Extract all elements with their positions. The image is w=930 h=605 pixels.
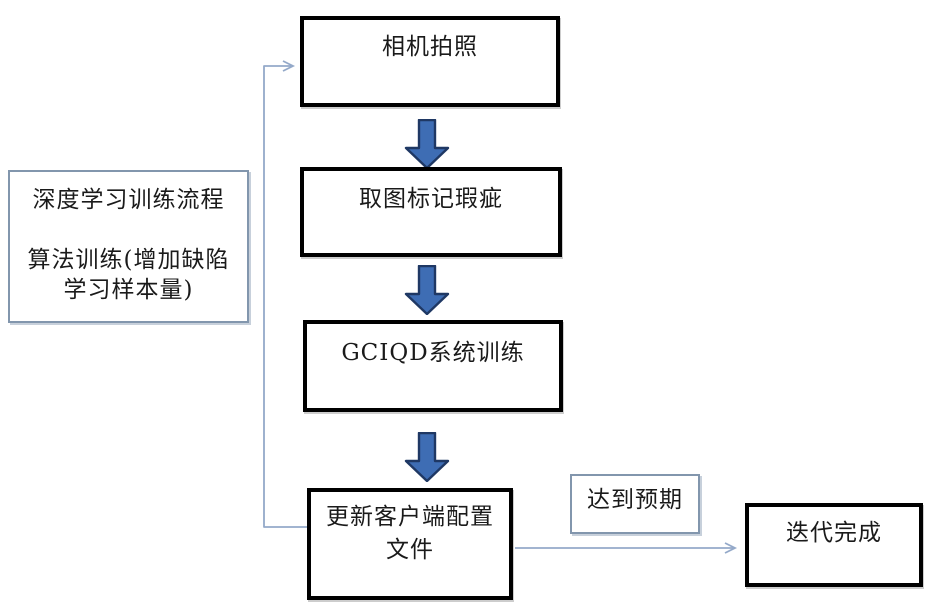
node-camera: 相机拍照 bbox=[300, 16, 560, 107]
node-camera-label: 相机拍照 bbox=[382, 34, 478, 60]
node-update-config-label-line1: 更新客户端配置 bbox=[326, 504, 494, 530]
down-block-arrow-shape bbox=[404, 265, 450, 315]
side-note-line3: 学习样本量) bbox=[63, 277, 194, 303]
edge-label-reach-expectation: 达到预期 bbox=[570, 474, 700, 534]
side-note-spacer bbox=[10, 215, 247, 245]
node-gciqd-training: GCIQD系统训练 bbox=[303, 320, 563, 412]
down-block-arrow-icon bbox=[404, 265, 450, 315]
node-iteration-done: 迭代完成 bbox=[745, 503, 923, 587]
feedback-connector-line bbox=[263, 60, 307, 528]
down-block-arrow-icon bbox=[404, 432, 450, 482]
side-note-line2: 算法训练(增加缺陷 bbox=[27, 247, 230, 273]
node-mark-defects-label: 取图标记瑕疵 bbox=[359, 186, 503, 212]
down-block-arrow-shape bbox=[404, 432, 450, 482]
side-note-line1: 深度学习训练流程 bbox=[32, 187, 225, 213]
side-note-box: 深度学习训练流程 算法训练(增加缺陷 学习样本量) bbox=[8, 170, 249, 323]
node-update-config: 更新客户端配置 文件 bbox=[307, 488, 513, 600]
node-gciqd-training-label: GCIQD系统训练 bbox=[341, 340, 525, 366]
edge-label-reach-expectation-text: 达到预期 bbox=[587, 487, 683, 513]
down-block-arrow-icon bbox=[404, 119, 450, 169]
node-mark-defects: 取图标记瑕疵 bbox=[300, 167, 562, 257]
node-iteration-done-label: 迭代完成 bbox=[786, 520, 882, 546]
down-block-arrow-shape bbox=[404, 119, 450, 169]
node-update-config-label-line2: 文件 bbox=[386, 537, 434, 563]
